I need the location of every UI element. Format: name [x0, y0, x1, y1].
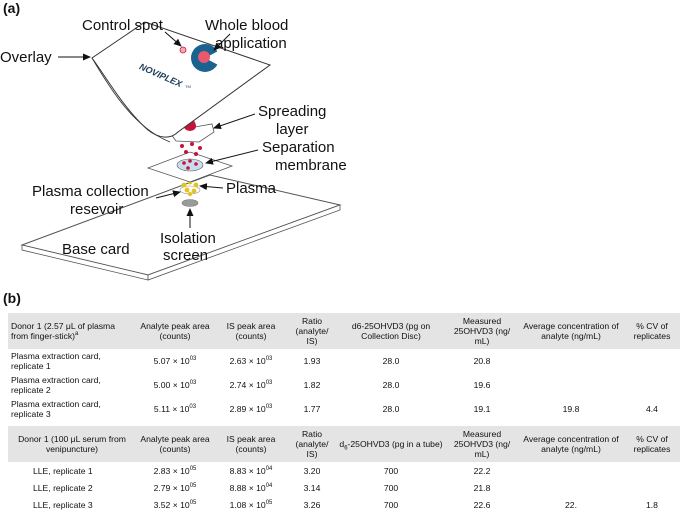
header-d6: d6-25OHVD3 (pg on Collection Disc): [336, 313, 446, 349]
device-exploded-diagram: NOVIPLEX TM Control spot Whole blood app…: [0, 17, 347, 281]
label-plasma-collection: Plasma collection: [32, 183, 149, 200]
table-row: Plasma extraction card, replicate 3 5.11…: [11, 399, 658, 419]
header-avg: Average concentration of analyte (ng/mL): [518, 426, 624, 462]
panel-b-label: (b): [3, 290, 21, 306]
panel-a-label: (a): [3, 0, 21, 16]
header-measured: Measured 25OHVD3 (ng/ mL): [446, 426, 518, 462]
header-analyte: Analyte peak area (counts): [136, 313, 214, 349]
svg-text:TM: TM: [185, 84, 191, 89]
table-row: LLE, replicate 2 2.79 × 1005 8.88 × 1004…: [33, 482, 491, 493]
header-is: IS peak area (counts): [214, 313, 288, 349]
header-measured: Measured 25OHVD3 (ng/ mL): [446, 313, 518, 349]
label-whole-blood-2: application: [215, 35, 287, 52]
label-separation: Separation: [262, 139, 335, 156]
label-overlay: Overlay: [0, 49, 52, 66]
overlay-sheet: [91, 21, 272, 138]
header-analyte: Analyte peak area (counts): [136, 426, 214, 462]
header-cv: % CV of replicates: [624, 426, 680, 462]
label-isolation: Isolation: [160, 230, 216, 247]
serum-lle-table: Donor 1 (100 μL serum from venipuncture)…: [8, 426, 680, 513]
membrane-blood-drops: [182, 159, 198, 170]
header-donor: Donor 1 (100 μL serum from venipuncture): [8, 426, 136, 462]
table-header-row: Donor 1 (100 μL serum from venipuncture)…: [8, 426, 680, 462]
header-cv: % CV of replicates: [624, 313, 680, 349]
table-row: Plasma extraction card, replicate 2 5.00…: [11, 375, 491, 395]
label-separation-2: membrane: [275, 157, 347, 174]
label-plasma-collection-2: resevoir: [70, 201, 123, 218]
header-ratio: Ratio (analyte/ IS): [288, 313, 336, 349]
header-avg: Average concentration of analyte (ng/mL): [518, 313, 624, 349]
table-row: LLE, replicate 1 2.83 × 1005 8.83 × 1004…: [33, 465, 491, 476]
spreading-blood-drops: [180, 142, 202, 156]
label-spreading-2: layer: [276, 121, 309, 138]
label-plasma: Plasma: [226, 180, 277, 197]
header-d6: d6-25OHVD3 (pg in a tube): [336, 426, 446, 462]
label-control-spot: Control spot: [82, 17, 164, 34]
label-base-card: Base card: [62, 241, 130, 258]
control-spot: [179, 46, 187, 54]
header-ratio: Ratio (analyte/ IS): [288, 426, 336, 462]
header-donor: Donor 1 (2.57 μL of plasma from finger-s…: [8, 313, 136, 349]
table-header-row: Donor 1 (2.57 μL of plasma from finger-s…: [8, 313, 680, 349]
label-isolation-2: screen: [163, 247, 208, 264]
isolation-screen-disc: [181, 199, 199, 207]
header-is: IS peak area (counts): [214, 426, 288, 462]
plasma-card-table: Donor 1 (2.57 μL of plasma from finger-s…: [8, 313, 680, 421]
table-row: LLE, replicate 3 3.52 × 1005 1.08 × 1005…: [33, 499, 658, 510]
table-row: Plasma extraction card, replicate 1 5.07…: [11, 351, 491, 371]
label-spreading: Spreading: [258, 103, 326, 120]
label-whole-blood: Whole blood: [205, 17, 288, 34]
